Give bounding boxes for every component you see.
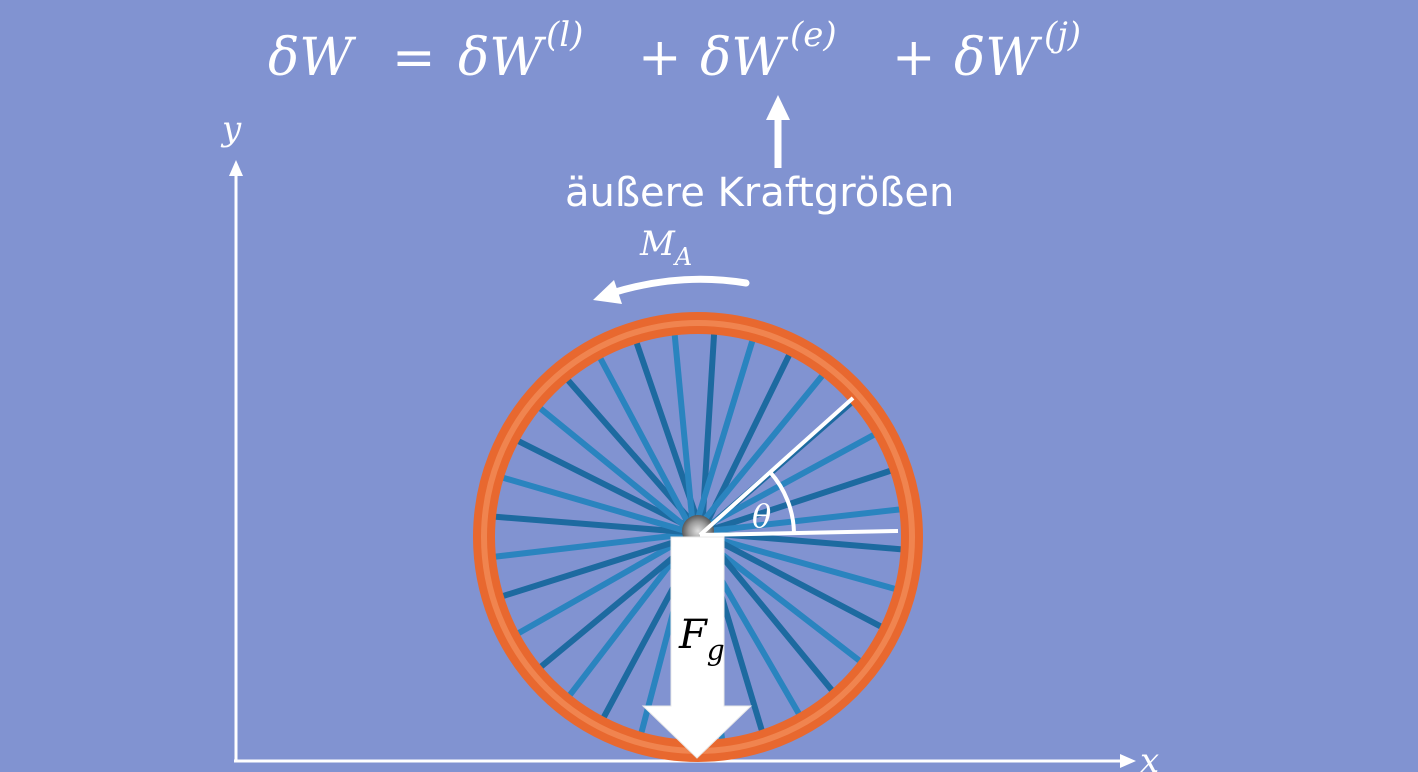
wheel-spoke xyxy=(693,331,758,527)
moment-subscript: A xyxy=(673,243,692,271)
equation-equals: = xyxy=(392,28,436,88)
equation-term-internal: δW xyxy=(458,28,546,88)
angle-arc xyxy=(768,470,796,534)
wheel-spoke xyxy=(699,429,881,531)
equation-lhs: δW xyxy=(268,28,356,88)
wheel-spoke xyxy=(700,506,906,535)
moment-symbol: M xyxy=(639,224,676,264)
moment-label: MA xyxy=(639,224,692,271)
wheel-spoke xyxy=(696,368,829,528)
wheel-spoke xyxy=(708,530,907,553)
wheel-spoke xyxy=(511,436,696,532)
wheel-spoke xyxy=(533,402,689,531)
angle-label: θ xyxy=(752,497,771,535)
y-axis-arrowhead-icon xyxy=(229,160,243,176)
wheel-spoke xyxy=(496,473,688,534)
wheel-spoke xyxy=(708,466,898,533)
wheel-spoke xyxy=(700,532,900,593)
wheel-spoke xyxy=(705,537,835,693)
equation-plus-1: + xyxy=(638,28,682,88)
gravity-force-label: Fg xyxy=(678,612,725,667)
moment-arrow-icon xyxy=(593,275,750,304)
reference-line xyxy=(699,529,899,537)
pointer-arrow-up-icon xyxy=(766,95,790,168)
wheel-spoke xyxy=(489,513,696,536)
x-axis-arrowhead-icon xyxy=(1120,754,1136,768)
rotated-line xyxy=(698,396,855,537)
external-forces-label: äußere Kraftgrößen xyxy=(565,170,954,216)
wheel-spoke xyxy=(699,535,863,664)
equation-term-joint: δW xyxy=(954,28,1042,88)
wheel-spoke xyxy=(703,346,795,527)
virtual-work-equation: δW = δW (l) + δW (e) + δW (j) xyxy=(268,15,1081,88)
equation-superscript-j: (j) xyxy=(1044,15,1081,55)
equation-term-external: δW xyxy=(700,28,788,88)
x-axis-label: x xyxy=(1140,741,1159,772)
wheel-spoke xyxy=(538,536,698,670)
wheel-spoke xyxy=(671,325,696,527)
wheel-spoke xyxy=(567,538,692,698)
wheel-spoke xyxy=(708,534,885,630)
gravity-force-arrow-icon xyxy=(641,536,753,759)
wheel-spoke xyxy=(594,350,692,528)
rotation-angle-indicator xyxy=(698,396,899,537)
equation-superscript-e: (e) xyxy=(790,15,837,55)
wheel-spoke xyxy=(490,531,688,560)
wheel-spoke xyxy=(515,535,689,637)
force-symbol: F xyxy=(678,612,708,658)
equation-plus-2: + xyxy=(892,28,936,88)
equation-superscript-l: (l) xyxy=(546,15,583,55)
y-axis-label: y xyxy=(220,109,242,149)
force-subscript: g xyxy=(707,634,725,667)
wheel-spoke xyxy=(498,533,696,600)
